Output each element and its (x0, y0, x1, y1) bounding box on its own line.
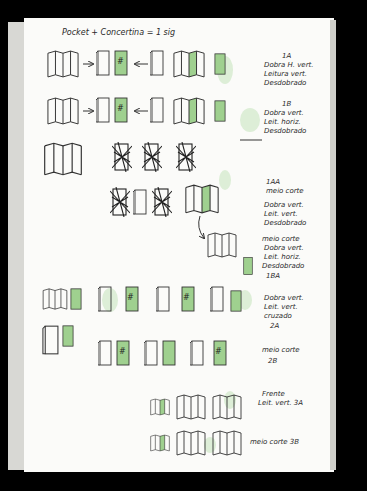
handwritten-note: meio corte (262, 346, 300, 354)
handwritten-note: Frente (262, 390, 285, 398)
handwritten-note: Leit. vert. 3A (258, 399, 303, 407)
handwritten-note: Leitura vert. (264, 70, 307, 78)
handwritten-note: Dobra H. vert. (264, 61, 314, 69)
panel-mark: # (183, 294, 190, 302)
handwritten-note: Dobra vert. (264, 294, 304, 302)
handwritten-note: Dobra vert. (264, 201, 304, 209)
handwritten-note: 1AA (266, 178, 280, 186)
panel-mark: # (127, 294, 134, 302)
handwritten-note: Leit. horiz. (264, 253, 301, 261)
panel-mark: # (119, 348, 126, 356)
handwritten-note: meio corte (266, 187, 304, 195)
handwritten-note: 2A (270, 322, 279, 330)
panel-mark: # (215, 348, 222, 356)
handwritten-note: Desdobrado (264, 127, 306, 135)
handwritten-note: 1B (282, 100, 291, 108)
handwritten-note: Leit. vert. (264, 210, 298, 218)
handwritten-note: 1A (282, 52, 291, 60)
panel-mark: # (117, 105, 124, 113)
handwritten-note: Leit. horiz. (264, 118, 301, 126)
handwritten-note: Desdobrado (264, 79, 306, 87)
handwritten-note: Dobra vert. (264, 244, 304, 252)
handwritten-note: 1BA (266, 272, 280, 280)
handwritten-note: 2B (268, 357, 277, 365)
handwritten-note: Desdobrado (264, 219, 306, 227)
handwritten-note: meio corte 3B (250, 438, 299, 446)
handwritten-note: Leit. vert. (264, 303, 298, 311)
page-title: Pocket + Concertina = 1 sig (62, 28, 175, 37)
handwritten-note: cruzado (264, 312, 292, 320)
panel-mark: # (117, 58, 124, 66)
handwritten-note: Desdobrado (262, 262, 304, 270)
handwritten-note: meio corte (262, 235, 300, 243)
handwritten-note: Dobra vert. (264, 109, 304, 117)
